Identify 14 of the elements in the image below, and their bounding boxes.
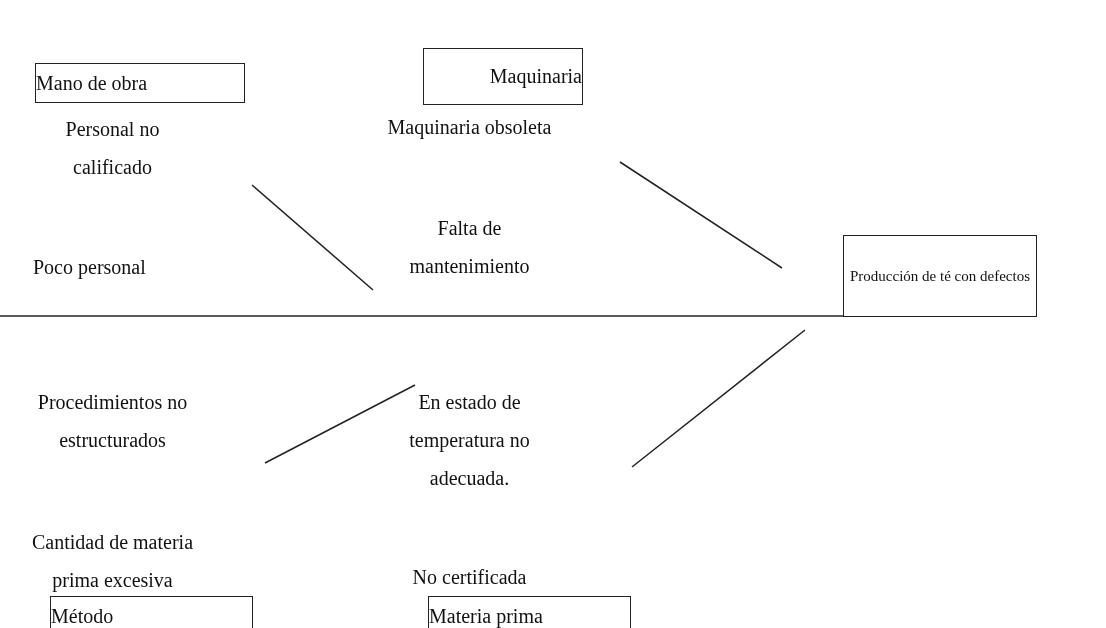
cause-text: No certificada (411, 565, 528, 590)
effect-box: Producción de té con defectos (843, 235, 1037, 317)
cause-text: Procedimientos no estructurados (36, 390, 189, 453)
category-box: Mano de obra (35, 63, 245, 103)
cause-text: Maquinaria obsoleta (386, 115, 553, 141)
spine-line (0, 315, 844, 317)
category-box: Método (50, 596, 253, 628)
cause-text: En estado de temperatura no adecuada. (408, 390, 531, 491)
cause-text: Poco personal (33, 255, 147, 281)
category-box: Materia prima (428, 596, 631, 628)
cause-text: Cantidad de materia prima excesiva (30, 530, 194, 594)
category-box: Maquinaria (423, 48, 583, 105)
cause-text: Personal no calificado (64, 117, 161, 180)
cause-text: Falta de mantenimiento (408, 216, 531, 279)
